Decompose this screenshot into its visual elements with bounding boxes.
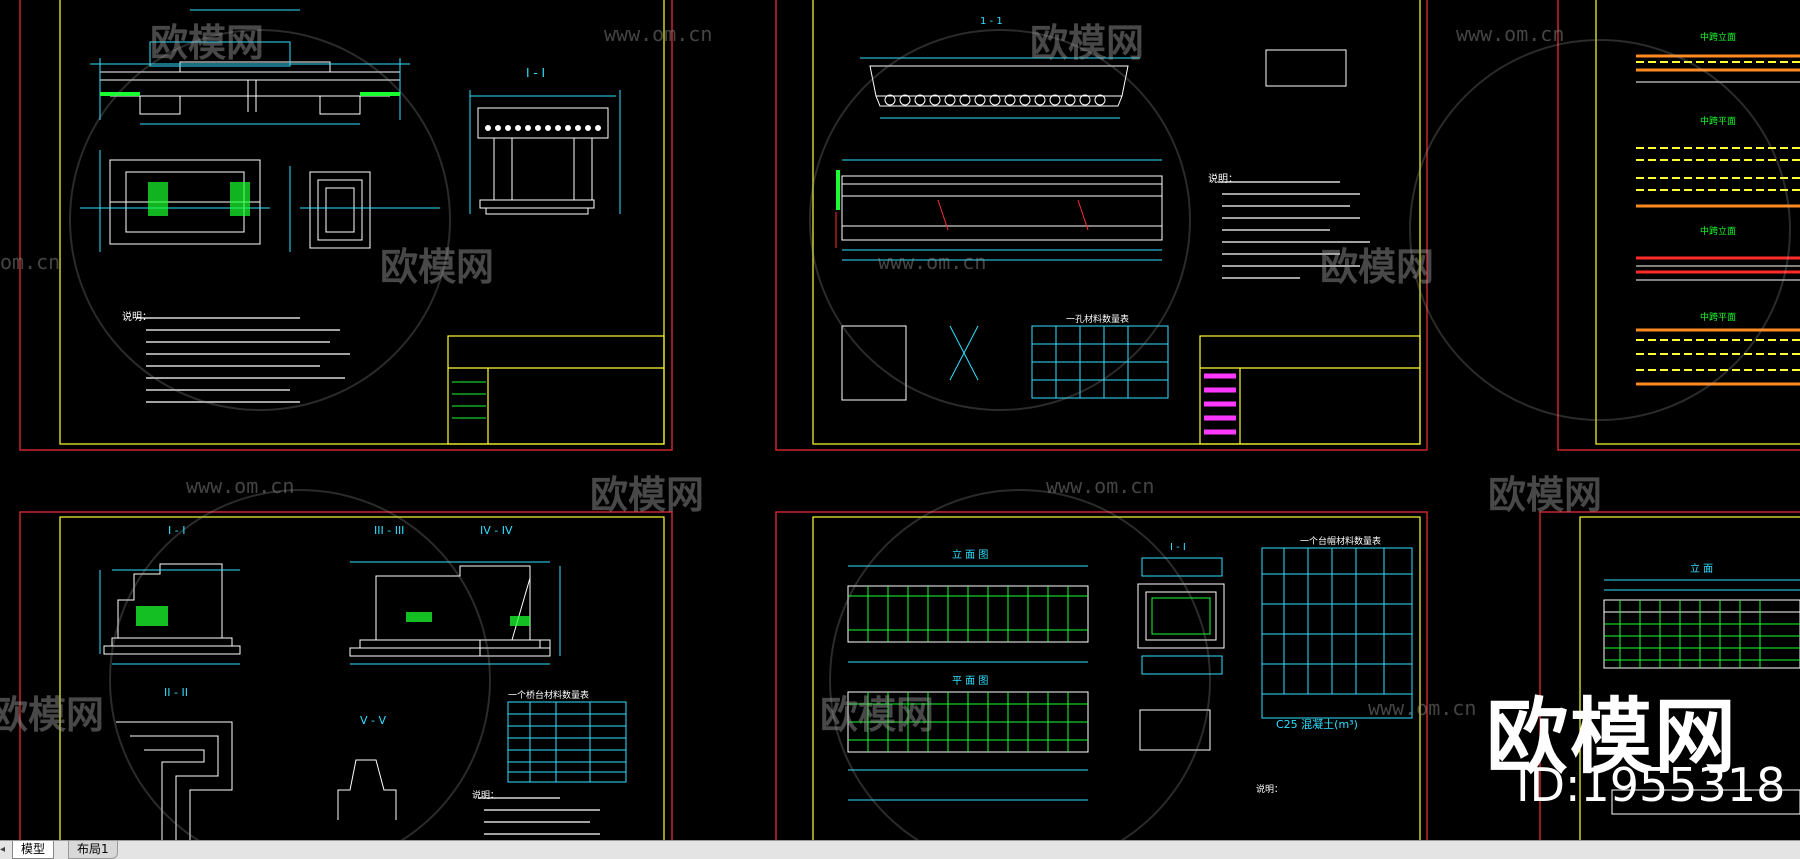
label-br-elevation: 立 面 — [1690, 564, 1714, 575]
section-label-bl-2: III - III — [374, 524, 405, 537]
tab-scroll-left-icon[interactable]: ◂ — [0, 844, 6, 855]
notes-title-top-left: 说明： — [122, 312, 152, 323]
tab-model[interactable]: 模型 — [12, 841, 55, 859]
label-bm-section: I - I — [1170, 542, 1186, 553]
model-id-label: ID:1955318 — [1516, 758, 1786, 812]
cad-drawing — [19, 0, 1800, 840]
table-title-bottom-mid: 一个台帽材料数量表 — [1300, 537, 1382, 547]
table-title-top-mid: 一孔材料数量表 — [1066, 315, 1130, 325]
brand-logo-text: 欧模网 — [1485, 690, 1738, 785]
section-label-bl-4: II - II — [164, 686, 188, 699]
notes-title-top-mid: 说明： — [1208, 174, 1238, 185]
section-label-bl-5: V - V — [360, 714, 387, 727]
notes-title-bottom-mid: 说明： — [1256, 785, 1284, 795]
label-top-right-1: 中跨立面 — [1700, 33, 1737, 43]
concrete-label: C25 混凝土(m³) — [1276, 718, 1358, 731]
label-bm-plan: 平 面 图 — [952, 676, 989, 687]
layout-tab-bar: ◂ 模型 布局1 — [0, 840, 1800, 859]
sheet-label-1-1: 1 - 1 — [980, 16, 1003, 27]
label-top-right-4: 中跨平面 — [1700, 313, 1737, 323]
label-bm-elevation: 立 面 图 — [952, 550, 989, 561]
tab-layout1[interactable]: 布局1 — [68, 841, 118, 859]
table-title-bottom-left: 一个桥台材料数量表 — [508, 691, 590, 701]
label-top-right-3: 中跨立面 — [1700, 227, 1737, 237]
drawing-canvas[interactable]: I - I 说明： 1 - 1 说明： 一孔材料数量表 中跨立面 中跨平面 中跨… — [0, 0, 1800, 840]
sheet-label-section-i-i: I - I — [526, 66, 546, 80]
section-label-bl-3: IV - IV — [480, 524, 513, 537]
label-top-right-2: 中跨平面 — [1700, 117, 1737, 127]
section-label-bl-1: I - I — [168, 524, 186, 537]
notes-title-bottom-left: 说明： — [472, 791, 500, 801]
